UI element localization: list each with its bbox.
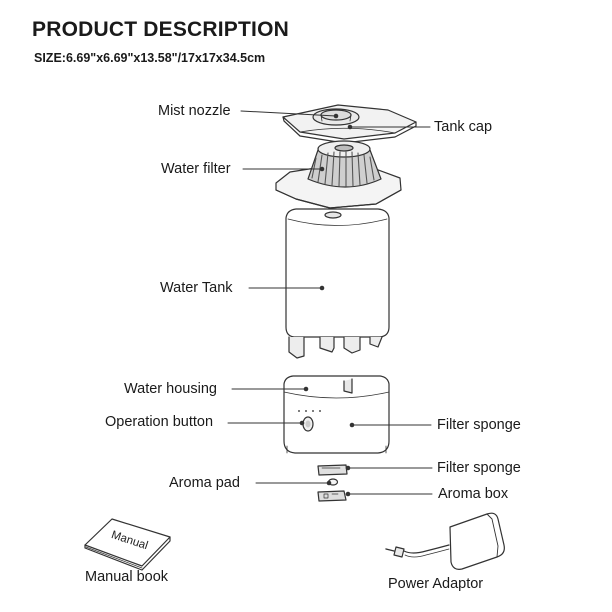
label-filter-sponge-main: Filter sponge: [437, 417, 521, 433]
label-tank-cap: Tank cap: [434, 119, 493, 135]
label-manual-book: Manual book: [85, 569, 169, 585]
aroma-box-illustration: [317, 490, 347, 502]
label-mist-nozzle: Mist nozzle: [158, 103, 231, 119]
product-size: SIZE:6.69"x6.69"x13.58"/17x17x34.5cm: [34, 51, 266, 65]
label-water-filter: Water filter: [161, 161, 231, 177]
label-water-tank: Water Tank: [160, 280, 233, 296]
page-title: PRODUCT DESCRIPTION: [32, 18, 289, 41]
label-aroma-pad: Aroma pad: [169, 475, 240, 491]
power-adaptor-illustration: [385, 512, 505, 570]
water-tank-illustration: [285, 208, 390, 359]
water-filter-illustration: [275, 140, 402, 209]
label-aroma-box: Aroma box: [438, 486, 509, 502]
label-operation-button: Operation button: [105, 414, 214, 430]
manual-book-illustration: Manual: [84, 518, 171, 571]
label-filter-sponge-small: Filter sponge: [437, 460, 521, 476]
filter-sponge-illustration: [317, 464, 348, 476]
water-housing-illustration: [283, 375, 390, 454]
leader-lines: [227, 110, 433, 497]
label-power-adaptor: Power Adaptor: [388, 576, 484, 592]
label-water-housing: Water housing: [124, 381, 217, 397]
